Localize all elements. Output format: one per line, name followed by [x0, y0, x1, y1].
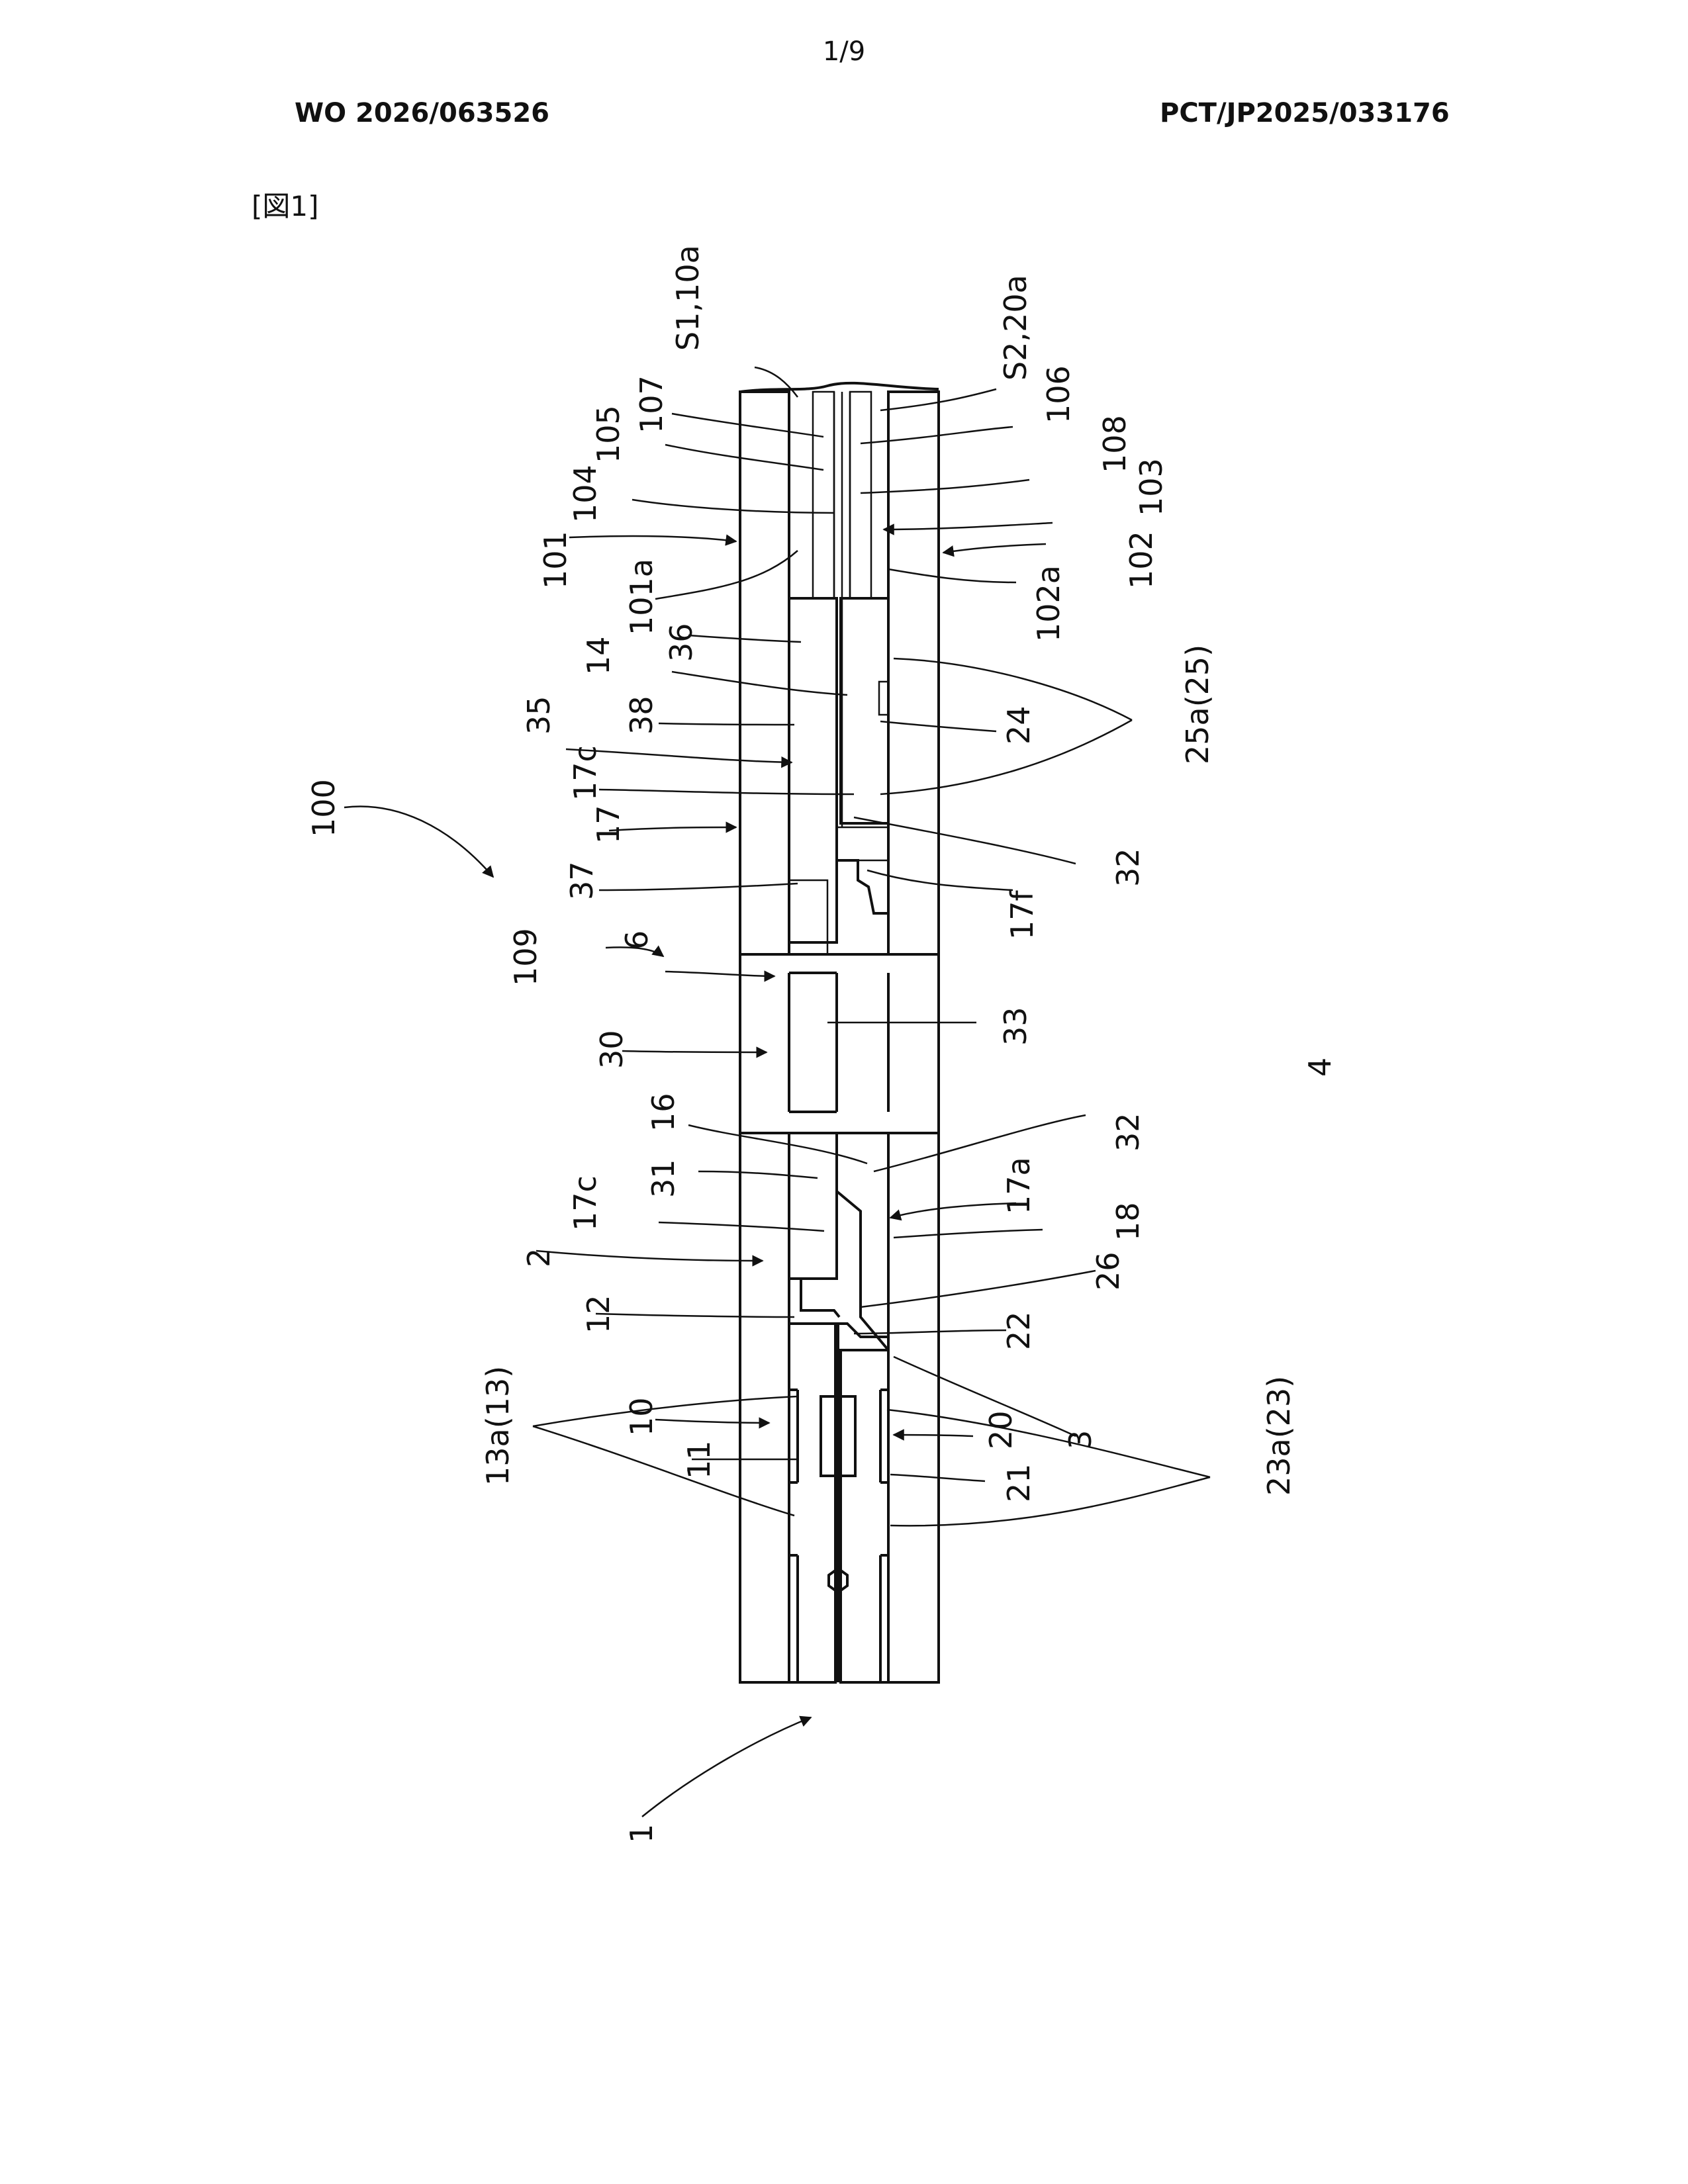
label-32-lower: 32	[1110, 1113, 1146, 1152]
label-10: 10	[624, 1397, 659, 1436]
upper-connector	[789, 598, 888, 954]
label-101: 101	[538, 531, 573, 589]
label-101a: 101a	[624, 559, 659, 635]
label-s1-10a: S1,10a	[670, 245, 706, 351]
label-4: 4	[1302, 1058, 1338, 1077]
label-17f: 17f	[1004, 889, 1040, 940]
label-37: 37	[564, 861, 600, 900]
label-14: 14	[581, 636, 616, 675]
label-s2-20a: S2,20a	[998, 275, 1033, 381]
label-17c-upper: 17c	[567, 745, 603, 801]
label-2: 2	[521, 1248, 557, 1267]
label-32-upper: 32	[1110, 848, 1146, 887]
label-33: 33	[998, 1007, 1033, 1046]
label-108: 108	[1097, 415, 1133, 473]
label-36: 36	[663, 623, 699, 662]
film-layers	[789, 392, 888, 953]
label-21: 21	[1001, 1463, 1037, 1502]
label-102: 102	[1123, 531, 1159, 589]
label-6: 6	[619, 931, 655, 950]
label-102a: 102a	[1031, 565, 1066, 642]
label-1: 1	[624, 1824, 659, 1843]
label-3: 3	[1062, 1430, 1098, 1449]
label-105: 105	[590, 405, 626, 463]
label-17: 17	[590, 805, 626, 844]
label-30: 30	[594, 1030, 630, 1069]
label-38: 38	[624, 696, 659, 735]
label-31: 31	[645, 1159, 681, 1198]
label-100: 100	[306, 779, 342, 837]
label-22: 22	[1001, 1311, 1037, 1350]
label-17a: 17a	[1001, 1157, 1037, 1214]
label-26: 26	[1090, 1251, 1126, 1291]
label-23a: 23a(23)	[1261, 1376, 1297, 1496]
label-103: 103	[1133, 458, 1169, 516]
leader-lines	[344, 367, 1210, 1817]
label-107: 107	[633, 375, 669, 433]
label-12: 12	[581, 1295, 616, 1334]
label-25a: 25a(25)	[1180, 645, 1215, 764]
lower-terminals	[789, 1324, 888, 1682]
label-106: 106	[1041, 365, 1076, 424]
label-20: 20	[983, 1410, 1019, 1449]
label-18: 18	[1110, 1202, 1146, 1241]
outer-wall-right	[888, 392, 939, 1682]
label-35: 35	[521, 696, 557, 735]
label-16: 16	[645, 1093, 681, 1132]
label-11: 11	[681, 1440, 717, 1479]
label-24: 24	[1001, 705, 1037, 745]
label-13a: 13a(13)	[480, 1366, 516, 1486]
reference-labels: S1,10a S2,20a 107 106 105 108 104 103 10…	[306, 245, 1338, 1843]
label-17c-lower: 17c	[567, 1175, 603, 1231]
outer-wall-left	[740, 392, 789, 1682]
label-109: 109	[508, 928, 543, 986]
lower-connector	[789, 1133, 888, 1350]
center-joint	[740, 954, 939, 1133]
label-104: 104	[567, 465, 603, 523]
